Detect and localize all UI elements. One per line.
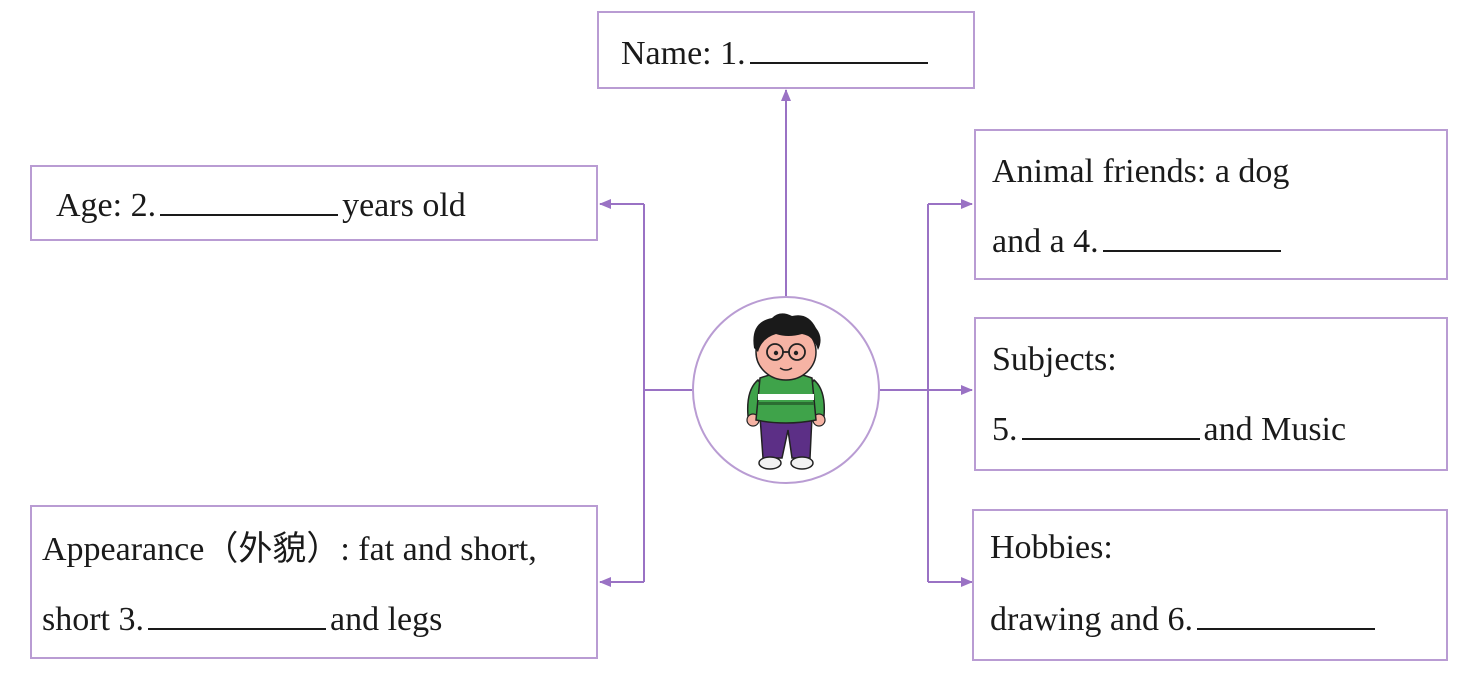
appearance-box: Appearance（外貌）: fat and short, short 3. a… — [30, 505, 598, 659]
age-box: Age: 2. years old — [30, 165, 598, 241]
animal-line1: Animal friends: a dog — [992, 153, 1290, 190]
boy-sweater-stripe — [758, 394, 814, 400]
boy-shoe-right — [790, 456, 814, 470]
boy-eye-right — [793, 350, 799, 356]
boy-sweater-stripe-2 — [758, 402, 814, 405]
animal-blank[interactable] — [1102, 250, 1281, 252]
name-box: Name: 1. — [597, 11, 975, 89]
appearance-line2-suffix: and legs — [330, 601, 443, 638]
boy-eye-left — [773, 350, 779, 356]
animal-friends-box: Animal friends: a dog and a 4. — [974, 129, 1448, 280]
hobbies-box: Hobbies: drawing and 6. — [972, 509, 1448, 661]
subjects-blank[interactable] — [1021, 438, 1200, 440]
boy-mouth — [779, 367, 793, 371]
subjects-box: Subjects: 5. and Music — [974, 317, 1448, 471]
appearance-line1: Appearance（外貌）: fat and short, — [42, 531, 537, 568]
age-blank[interactable] — [160, 214, 339, 216]
subjects-line1: Subjects: — [992, 341, 1117, 378]
animal-line2-prefix: and a 4. — [992, 223, 1099, 260]
boy-illustration — [746, 313, 826, 470]
name-label: Name: 1. — [621, 35, 746, 72]
hobbies-line2-prefix: drawing and 6. — [990, 601, 1194, 638]
appearance-line2-prefix: short 3. — [42, 601, 144, 638]
boy-shoe-left — [758, 456, 782, 470]
subjects-line2-prefix: 5. — [992, 411, 1018, 448]
age-suffix: years old — [342, 187, 466, 224]
hobbies-line1: Hobbies: — [990, 529, 1113, 566]
appearance-blank[interactable] — [148, 628, 326, 630]
hobbies-blank[interactable] — [1197, 628, 1376, 630]
subjects-line2-suffix: and Music — [1203, 411, 1347, 448]
boy-hair — [753, 313, 821, 352]
name-blank[interactable] — [749, 62, 928, 64]
age-prefix: Age: 2. — [56, 187, 157, 224]
